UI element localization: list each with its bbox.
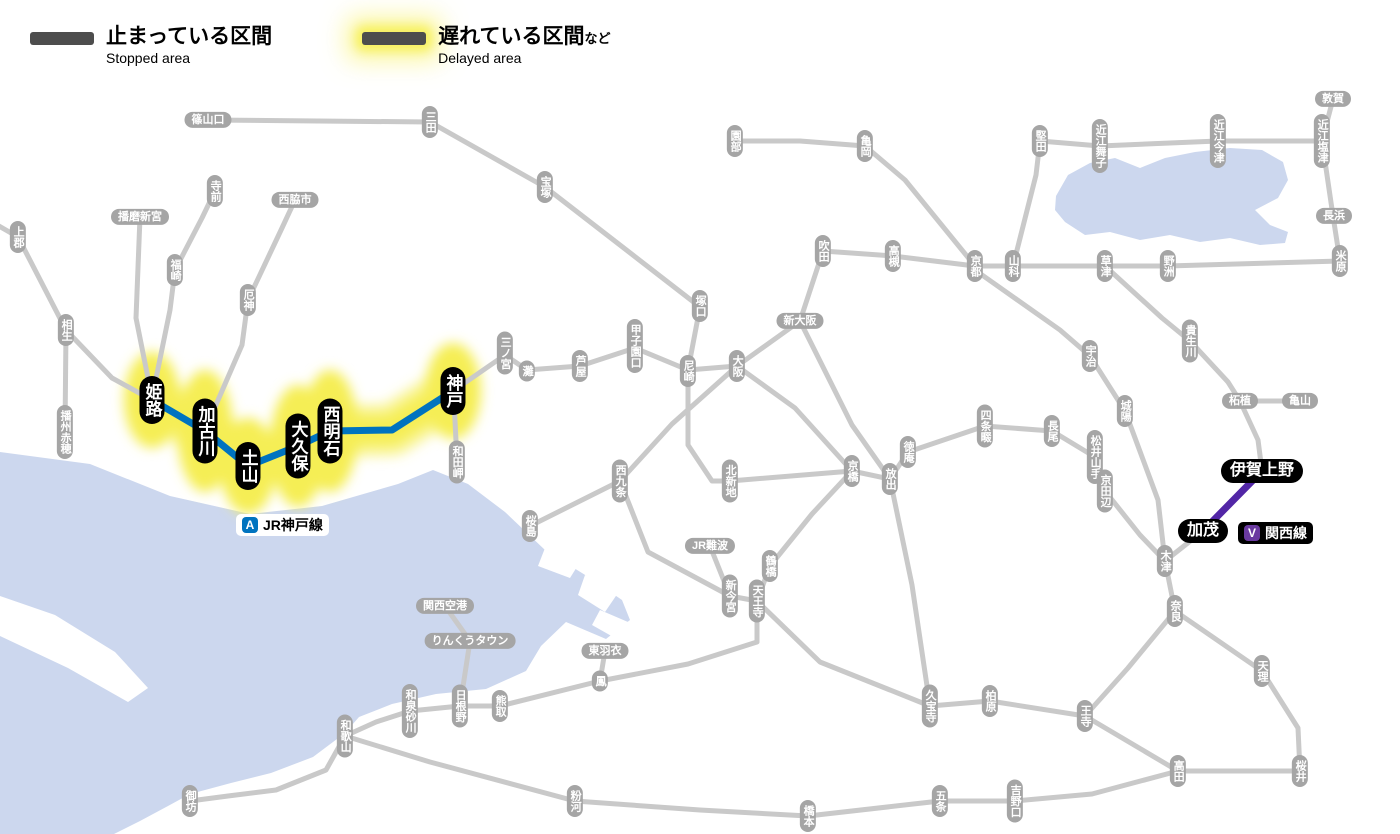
stopped-area-swatch — [30, 32, 94, 45]
rail-line — [685, 372, 855, 484]
rail-line — [1237, 398, 1265, 474]
land-shape — [578, 575, 620, 612]
rail-line — [187, 733, 348, 804]
rail-line — [972, 267, 1168, 564]
rail-line — [1010, 138, 1325, 269]
delayed-area-subtitle: Delayed area — [438, 50, 522, 67]
rail-line — [732, 138, 978, 269]
rail-line — [1082, 713, 1181, 774]
kansai-line-name: 関西線 — [1265, 525, 1307, 541]
rail-line — [1102, 263, 1243, 404]
delayed-area-title: 遅れている区間など — [438, 24, 610, 49]
rail-line — [527, 478, 623, 529]
rail-line — [849, 423, 1168, 564]
legend-stopped: 止まっている区間 Stopped area — [30, 24, 272, 66]
rail-line — [734, 248, 978, 369]
delayed-area-text: 遅れている区間など Delayed area — [438, 24, 610, 66]
rail-line — [133, 214, 155, 401]
water-shape — [1055, 148, 1288, 245]
rail-line — [62, 327, 69, 435]
rail-line — [1162, 528, 1206, 614]
rail-line — [450, 345, 740, 394]
line-symbol-A-icon: A — [242, 517, 258, 533]
jr-kobe-line-name: JR神戸線 — [263, 517, 323, 533]
delayed-area-title-main: 遅れている区間 — [438, 25, 585, 48]
jr-kobe-line-label: A JR神戸線 — [236, 514, 329, 536]
line-symbol-V-icon: V — [1244, 525, 1260, 541]
stopped-area-subtitle: Stopped area — [106, 50, 191, 67]
rail-line — [1082, 608, 1178, 719]
land-shape — [0, 596, 148, 702]
rail-line — [202, 197, 298, 433]
kansai-line-label: V 関西線 — [1238, 522, 1313, 544]
stopped-area-text: 止まっている区間 Stopped area — [106, 24, 272, 66]
legend-delayed: 遅れている区間など Delayed area — [362, 24, 611, 66]
rail-line — [617, 363, 855, 604]
rail-line — [342, 733, 1181, 819]
rail-line — [1172, 608, 1303, 774]
rail-line — [972, 258, 1343, 269]
stopped-area-title: 止まっている区間 — [106, 25, 273, 48]
rail-line — [205, 117, 703, 373]
rail-line — [797, 318, 933, 709]
rail-line — [451, 397, 460, 465]
legend: 止まっている区間 Stopped area 遅れている区間など Delayed … — [30, 24, 611, 66]
delayed-area-swatch — [362, 32, 427, 45]
land-shape — [592, 610, 628, 638]
rail-line — [597, 648, 608, 684]
delayed-area-title-suffix: など — [584, 31, 611, 46]
land-shape — [538, 548, 580, 578]
water-shape — [0, 452, 630, 834]
rail-line — [1319, 96, 1343, 264]
